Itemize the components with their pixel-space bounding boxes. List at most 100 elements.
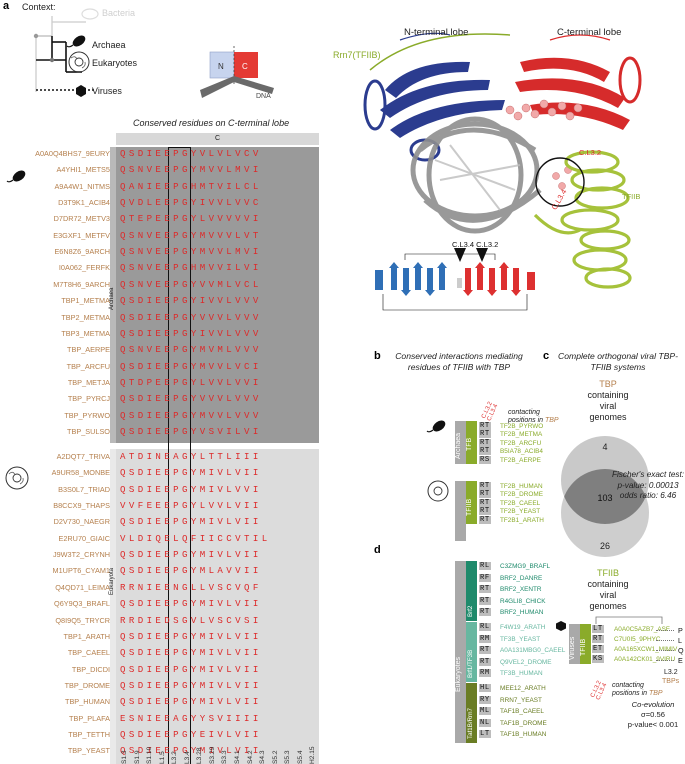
archaea-icon-side: [6, 170, 26, 183]
protein-id: TF2B_AERPE: [500, 456, 541, 464]
tfiib-structure-label: TFIIB: [622, 192, 641, 201]
fisher-line-1: Fischer's exact test:: [611, 470, 685, 479]
sequence-id: TBP1_ARATH: [63, 631, 111, 641]
sequence-id: TBP_SULSO: [67, 426, 110, 436]
protein-id: BRF2_DANRE: [500, 574, 543, 582]
tbp-schematic: N C DNA: [200, 46, 274, 100]
ctn-position-tick: L3.2: [171, 751, 179, 764]
context-label: Context:: [22, 2, 56, 12]
sequence-id: TBP_AERPE: [67, 345, 110, 355]
ctn-position-tick: S1.3: [121, 750, 128, 764]
ctn-position-tick: S5.3: [284, 750, 292, 764]
panel-c-tfiib-strip: [580, 624, 591, 664]
contact-residue-pair: RT: [479, 430, 491, 439]
archaea-block: [116, 147, 319, 443]
venn-top-tbp: TBP: [599, 379, 617, 389]
contact-residue-pair: ET: [592, 645, 604, 653]
venn-bot-2: containing: [587, 579, 629, 589]
protein-id: TF2B_DROME: [500, 491, 543, 499]
family-strip: [466, 622, 477, 682]
sequence-id: TBP2_METMA: [61, 312, 110, 322]
sequence-id: TBP_CAEEL: [67, 648, 110, 658]
contact-residue-pair: RT: [479, 585, 491, 594]
protein-id: A0A165XCW1_MIMIV: [614, 646, 678, 653]
lobe-right-label: C-terminal lobe: [557, 27, 622, 38]
protein-id: TF2B_HUMAN: [500, 483, 543, 490]
sequence-id: I0A062_FERFK: [58, 263, 110, 273]
sequence-residues: QSDIEEPGYMIVLVII: [120, 598, 262, 610]
sequence-residues: QSDIEEPGYMIVLVII: [120, 630, 262, 642]
panel-c-coevo: Co-evolution σ=0.56 p-value< 0.001: [622, 700, 684, 730]
panel-b-euk-strip: [455, 481, 466, 541]
eukaryota-group-strip: [110, 449, 116, 764]
sequence-id: E3GXF1_METFV: [53, 230, 110, 240]
panel-b-tfiib-label: TFIIB: [466, 498, 473, 516]
protein-id: TF2B1_ARATH: [500, 516, 544, 524]
contact-residue-pair: RT: [479, 422, 491, 430]
panel-b-col-header: C.L3.2 C.L3.4: [479, 389, 499, 422]
sequence-residues: QSDIEEPGYMIVLVII: [120, 467, 262, 479]
contact-residue-pair: LT: [479, 730, 491, 739]
sequence-residues: QANIEEPGHMTVILCL: [120, 180, 262, 192]
sequence-id: Q8I9Q5_TRYCR: [55, 615, 110, 625]
ctn-position-tick: S4.3: [259, 750, 267, 764]
panel-b-letter: b: [374, 350, 381, 362]
coevolution-link: [656, 640, 674, 641]
sequence-id: TBP_TETTH: [68, 729, 110, 739]
contact-residue-pair: ML: [479, 707, 491, 716]
sequence-residues: QSDIEEPGYEIVLVII: [120, 728, 262, 740]
protein-id: R4GLI8_CHICK: [500, 597, 546, 605]
sequence-residues: QSNVEEPGYMVVLMVI: [120, 164, 262, 176]
protein-id: TF2B_METMA: [500, 431, 543, 439]
panel-b-contacting-1: contacting: [508, 409, 540, 416]
sequence-residues: QSDIEEPGYMIVLVII: [120, 696, 262, 708]
sequence-id: B8CCX9_THAPS: [53, 501, 110, 511]
panel-c-tbps: TBPs: [662, 678, 680, 685]
panel-b-tfiib-strip: [466, 481, 477, 524]
sequence-id: TBP_METJA: [67, 377, 110, 387]
venn-top-label: TBP containing viral genomes: [570, 379, 646, 423]
protein-id: TF2B_PYRWO: [500, 423, 544, 430]
sequence-id: X6NZS6_RETFI: [0, 763, 110, 764]
schematic-dna-label: DNA: [256, 93, 271, 100]
sequence-residues: QSDIEEPGYMIVLVII: [120, 549, 262, 561]
contact-residue-pair: RL: [479, 623, 491, 631]
panel-b-title: Conserved interactions mediating residue…: [395, 351, 523, 372]
panel-d-euk-strip: [455, 561, 466, 743]
taxon-eukaryotes: Eukaryotes: [92, 58, 138, 68]
ctn-position-tick: S3.29: [208, 746, 216, 764]
sequence-id: TBP_DROME: [64, 680, 110, 690]
eukaryote-icon-side: [5, 466, 29, 490]
protein-id: TAF1B_DROME: [500, 719, 547, 727]
protein-id: TAF1B_HUMAN: [500, 731, 547, 739]
venn-bot-tfiib: TFIIB: [597, 568, 619, 578]
panel-b-contacting: contacting positions in TBP: [508, 409, 559, 425]
contact-residue-pair: RT: [479, 447, 491, 456]
taxon-viruses: Viruses: [92, 86, 122, 96]
panel-c-contacting: contacting positions in TBP: [612, 682, 663, 698]
family-strip: [466, 683, 477, 743]
tbp-tfiib-structure: [363, 32, 642, 311]
panel-c-letter: c: [543, 350, 550, 362]
contact-residue-pair: RT: [479, 498, 491, 507]
protein-id: TAF1B_CAEEL: [500, 708, 544, 716]
sequence-residues: QVDLEEPGYIVVLVVC: [120, 197, 262, 209]
tbp-contact-residue: P: [678, 626, 683, 635]
panel-c-coevo-title: Co-evolution: [631, 700, 675, 709]
arrows-loop-label: C.L3.4 C.L3.2: [452, 240, 499, 249]
sequence-residues: QSDIEEPGYVVVLVVV: [120, 393, 262, 405]
panel-a-letter: a: [3, 0, 10, 12]
panel-b-tfb-label: TFB: [466, 437, 473, 451]
tbp-contact-residue: Q: [678, 646, 684, 655]
ctn-position-tick: L3.28: [196, 747, 204, 764]
fisher-line-2: p-value: 0.00013: [617, 480, 679, 490]
sequence-id: TBP_PLAFA: [69, 713, 110, 723]
archaea-icon: [66, 35, 86, 48]
coevolution-link: [656, 630, 674, 631]
taxon-bacteria: Bacteria: [102, 8, 136, 18]
sequence-id: A2DQT7_TRIVA: [56, 452, 110, 461]
sequence-residues: ATDINEAGYLTTLIII: [120, 451, 262, 462]
ctn-position-tick: S4.2: [246, 750, 254, 764]
panel-c-contacting-1: contacting: [612, 682, 644, 689]
sequence-id: D2V730_NAEGR: [53, 517, 110, 527]
